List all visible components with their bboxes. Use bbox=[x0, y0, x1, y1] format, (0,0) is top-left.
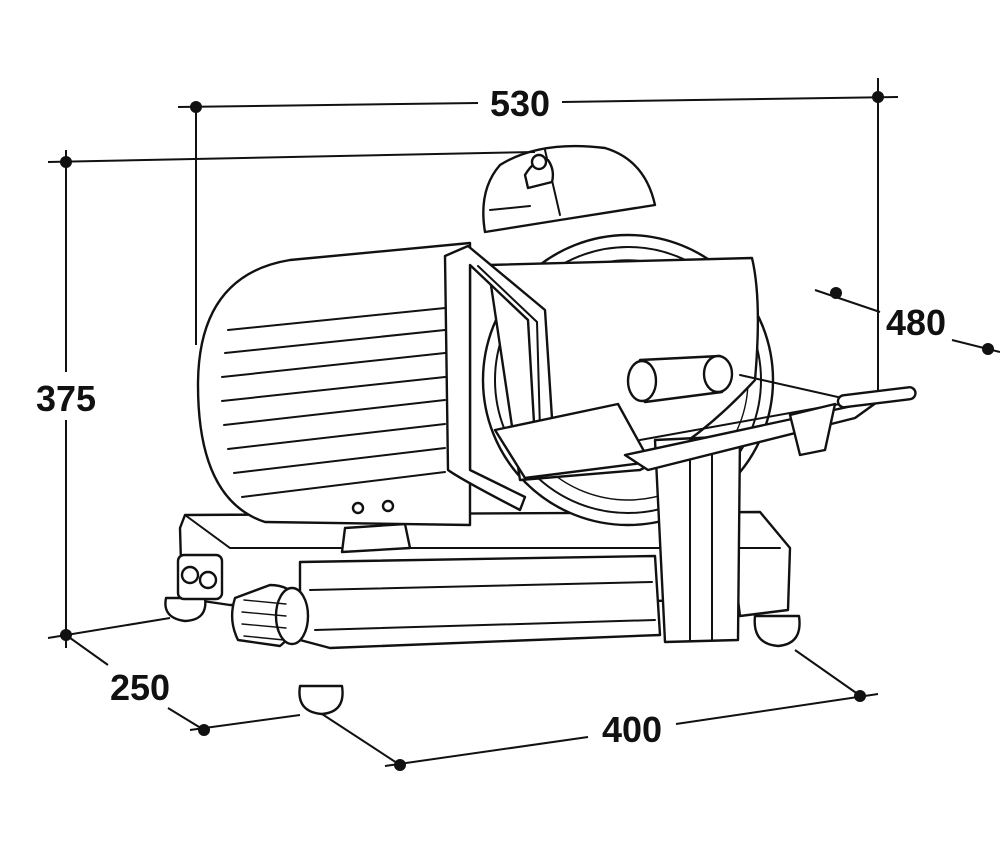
dim-line-480 bbox=[814, 289, 881, 313]
dim-dot bbox=[830, 287, 842, 299]
sharpener-housing bbox=[482, 144, 657, 234]
slicer-base bbox=[178, 510, 792, 650]
dim-dot bbox=[60, 156, 72, 168]
dim-label-480: 480 bbox=[886, 302, 946, 343]
dim-label-400: 400 bbox=[602, 709, 662, 750]
meat-slicer-illustration bbox=[164, 144, 917, 716]
dim-label-250: 250 bbox=[110, 667, 170, 708]
dim-dot bbox=[394, 759, 406, 771]
slice-tray bbox=[493, 374, 917, 480]
dim-dot bbox=[198, 724, 210, 736]
dimension-lines bbox=[47, 78, 1000, 771]
dim-label-530: 530 bbox=[490, 83, 550, 124]
dim-line-400 bbox=[321, 713, 401, 766]
dim-line-250 bbox=[65, 634, 109, 666]
slicer-feet bbox=[164, 596, 801, 716]
dim-line-530 bbox=[177, 102, 479, 108]
slicer-controls bbox=[176, 553, 310, 648]
dim-dot bbox=[854, 690, 866, 702]
dim-label-375: 375 bbox=[36, 378, 96, 419]
dim-dot bbox=[982, 343, 994, 355]
blade-guard bbox=[196, 241, 472, 527]
carriage-handle bbox=[626, 354, 734, 404]
